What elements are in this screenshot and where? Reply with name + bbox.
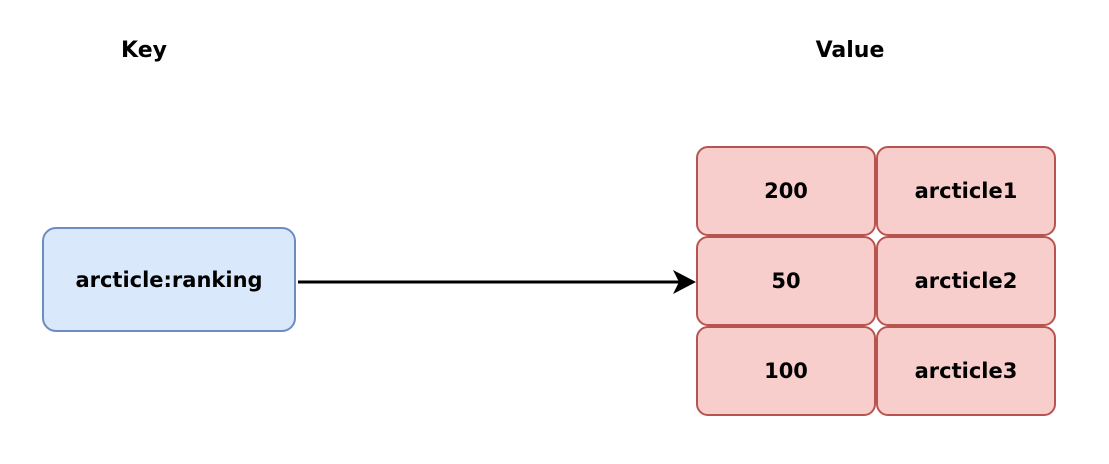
key-node-label: arcticle:ranking (75, 267, 263, 292)
value-heading: Value (815, 38, 885, 63)
zset-member-label: arcticle1 (914, 179, 1018, 203)
zset-score-cell: 50 (696, 236, 876, 326)
zset-score-label: 200 (764, 179, 808, 203)
zset-member-cell: arcticle3 (876, 326, 1056, 416)
zset-score-label: 50 (771, 269, 801, 293)
zset-member-label: arcticle3 (914, 359, 1018, 383)
zset-member-cell: arcticle1 (876, 146, 1056, 236)
zset-member-label: arcticle2 (914, 269, 1018, 293)
zset-score-cell: 100 (696, 326, 876, 416)
zset-score-cell: 200 (696, 146, 876, 236)
key-heading: Key (121, 38, 167, 63)
zset-score-label: 100 (764, 359, 808, 383)
key-node: arcticle:ranking (42, 227, 296, 332)
zset-member-cell: arcticle2 (876, 236, 1056, 326)
arrow-head (673, 270, 696, 294)
